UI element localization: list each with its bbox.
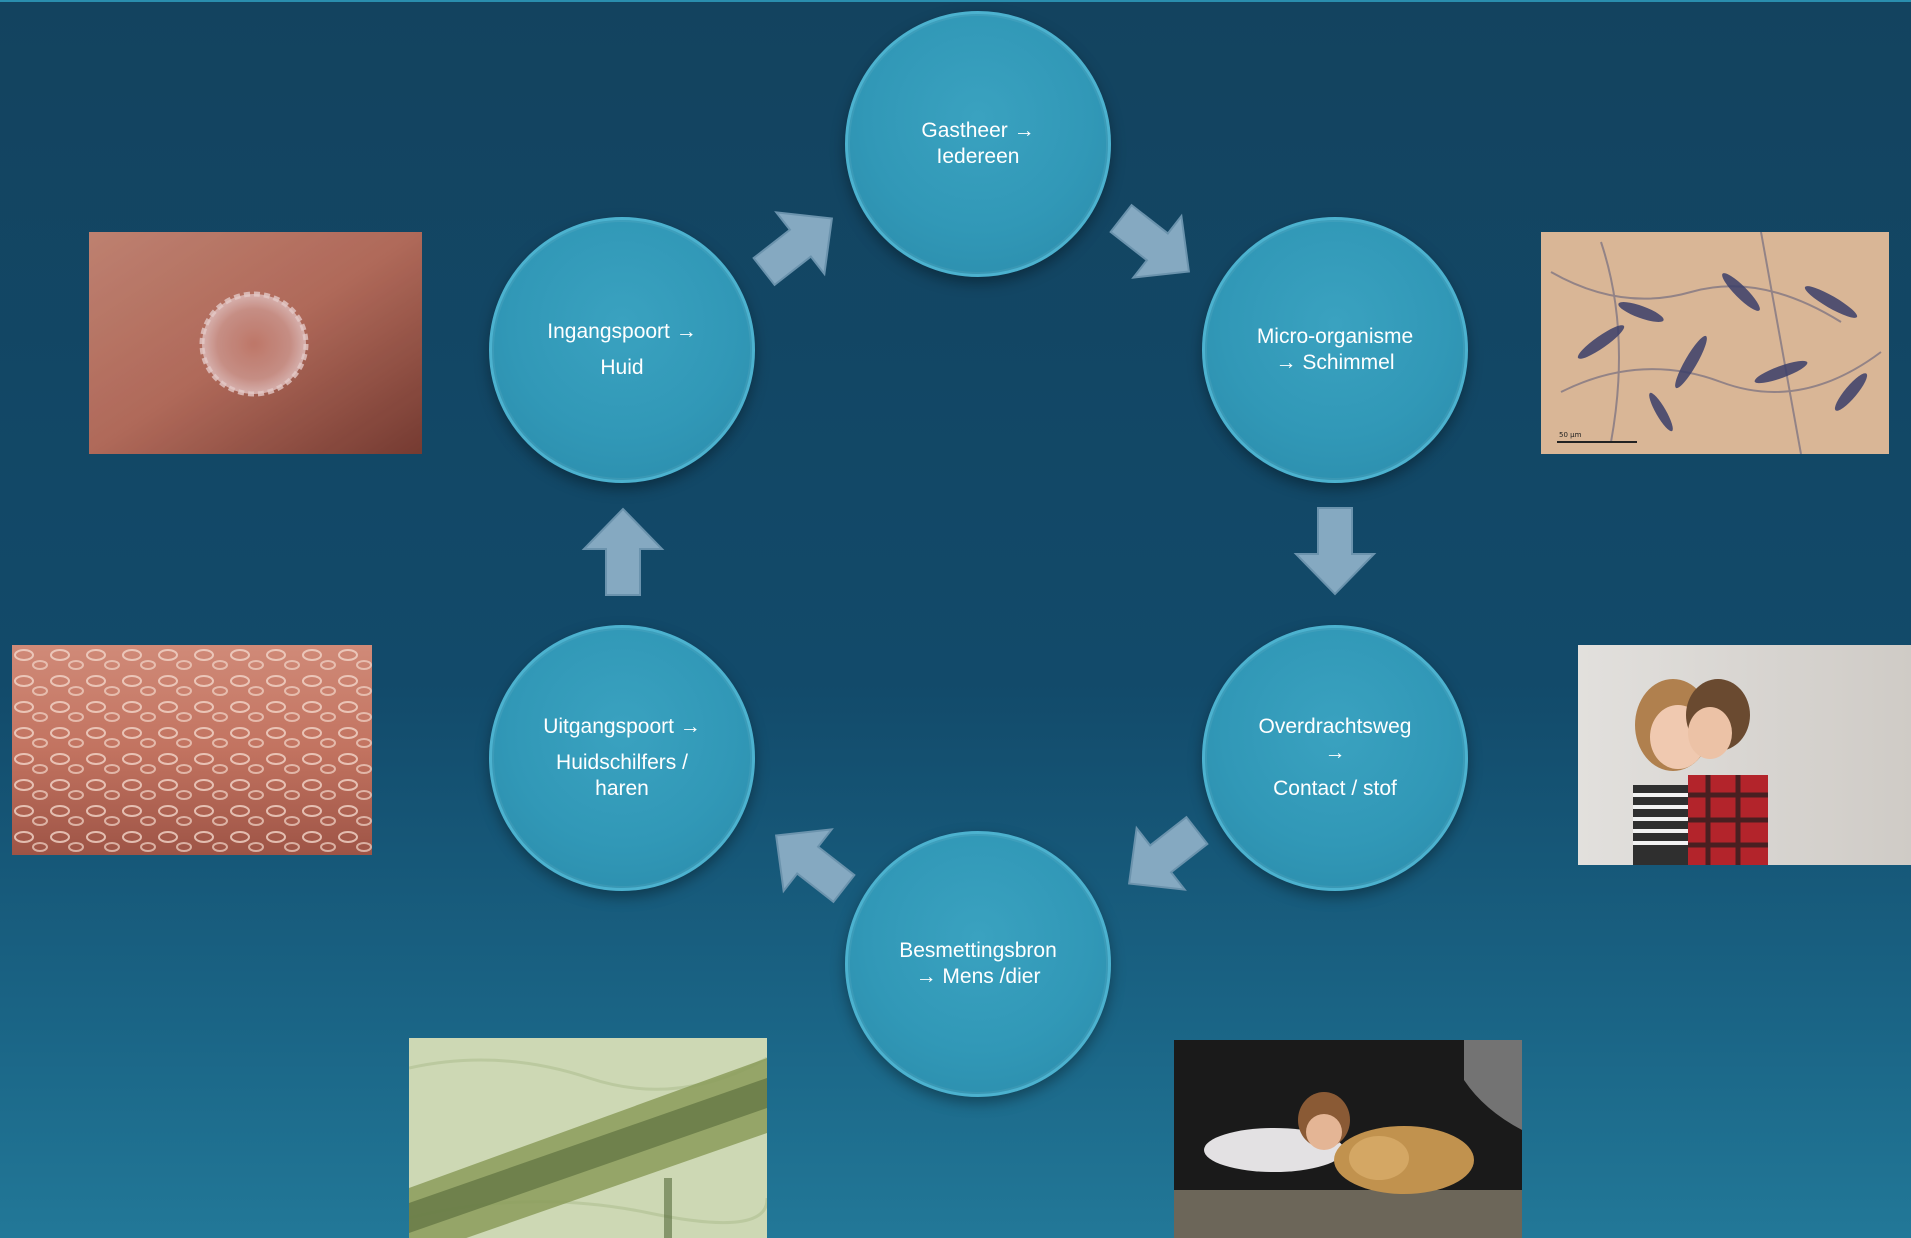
node-ingang-line1: Ingangspoort →	[547, 319, 697, 343]
node-gastheer-line2: Iedereen	[936, 145, 1020, 168]
node-overdracht-line1: Overdrachtsweg	[1258, 714, 1412, 738]
node-micro-line1: Micro-organisme	[1256, 324, 1414, 348]
node-overdrachtsweg: Overdrachtsweg → Contact / stof	[1202, 625, 1468, 891]
node-uitgang-line3: haren	[595, 777, 649, 801]
node-gastheer-line1: Gastheer →	[921, 118, 1035, 142]
photo-microscope-fungus: 50 µm	[1541, 232, 1889, 454]
arrow-icon	[735, 182, 861, 308]
node-uitgangspoort: Uitgangspoort → Huidschilfers / haren	[489, 625, 755, 891]
arrow-icon	[578, 507, 668, 597]
microscope-scale-label: 50 µm	[1559, 431, 1582, 439]
node-besmetting-line2: → Mens /dier	[915, 965, 1041, 988]
node-gastheer: Gastheer → Iedereen	[845, 11, 1111, 277]
photo-scaly-skin	[12, 645, 372, 855]
node-uitgang-line1: Uitgangspoort →	[543, 714, 701, 738]
node-micro-line2: → Schimmel	[1275, 351, 1395, 374]
node-overdracht-line2: →	[1324, 740, 1346, 764]
photo-children-hugging	[1578, 645, 1911, 865]
arrow-icon	[1290, 506, 1380, 596]
arrow-icon	[1100, 794, 1226, 920]
photo-child-with-dog	[1174, 1040, 1522, 1238]
node-besmetting-line1: Besmettingsbron	[899, 938, 1057, 962]
node-ingang-line2: Huid	[600, 356, 644, 379]
node-besmettingsbron: Besmettingsbron → Mens /dier	[845, 831, 1111, 1097]
node-ingangspoort: Ingangspoort → Huid	[489, 217, 755, 483]
node-overdracht-line3: Contact / stof	[1273, 777, 1397, 801]
node-micro-organisme: Micro-organisme → Schimmel	[1202, 217, 1468, 483]
arrow-icon	[747, 799, 873, 925]
photo-microscope-hair	[409, 1038, 767, 1238]
photo-skin-ringworm	[89, 232, 422, 454]
node-uitgang-line2: Huidschilfers /	[556, 750, 688, 774]
top-border-line	[0, 0, 1911, 2]
arrow-icon	[1092, 182, 1218, 308]
